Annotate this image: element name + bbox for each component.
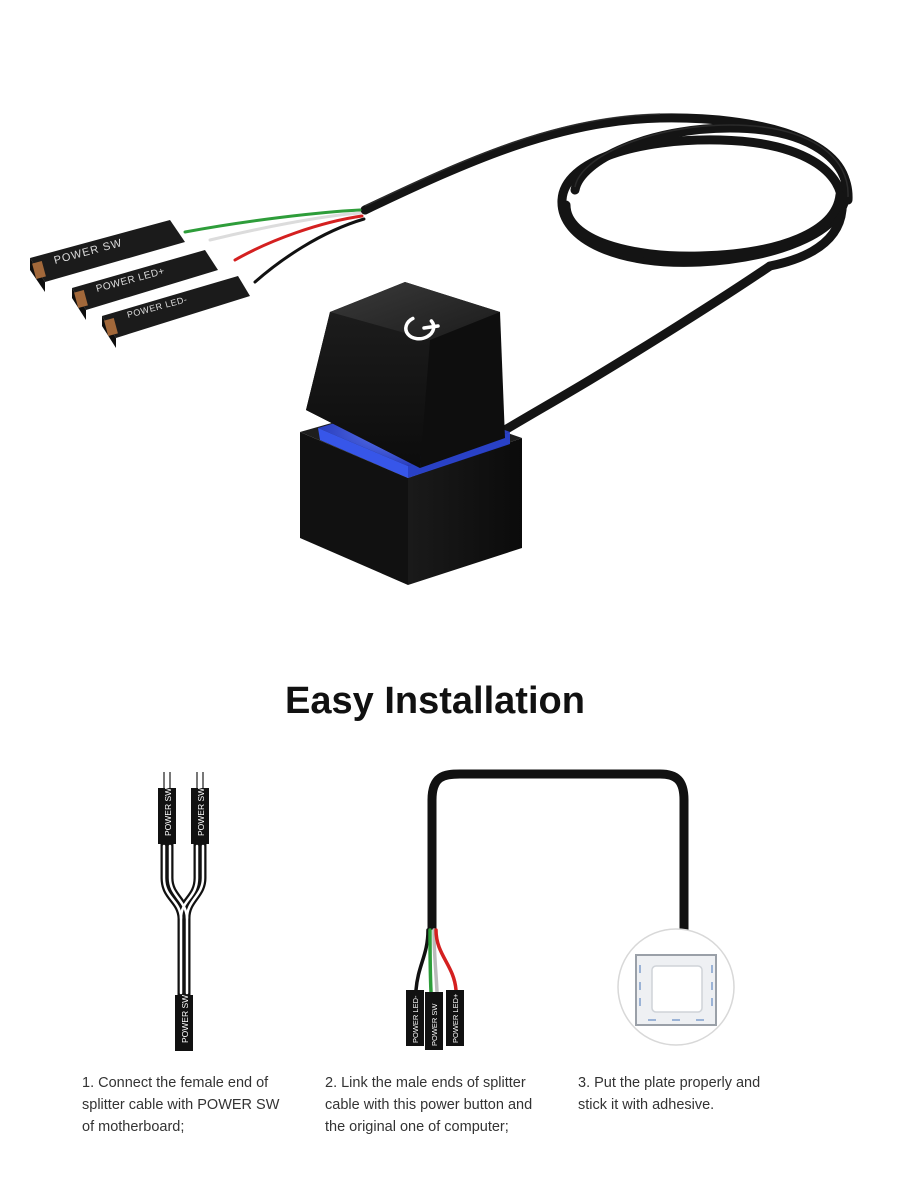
- wire-bundle: [183, 208, 366, 284]
- step1-label-bottom: POWER SW: [180, 995, 190, 1043]
- step3-caption-line: 3. Put the plate properly and: [578, 1075, 761, 1091]
- installation-steps: POWER SW POWER SW POWER SW: [158, 769, 735, 1051]
- step2-caption-line: the original one of computer;: [325, 1119, 509, 1135]
- step3-caption-line: stick it with adhesive.: [578, 1097, 715, 1113]
- page-title: Easy Installation: [285, 680, 585, 722]
- power-icon: [404, 316, 440, 341]
- step2-label-led-plus: POWER LED+: [451, 993, 460, 1043]
- step2-caption: 2. Link the male ends of splitter cable …: [325, 1072, 565, 1138]
- step1-label-left: POWER SW: [163, 788, 173, 836]
- step1-caption-line: splitter cable with POWER SW: [82, 1097, 280, 1113]
- step2-label-led-minus: POWER LED-: [411, 995, 420, 1043]
- step2-caption-line: cable with this power button and: [325, 1097, 533, 1113]
- product-illustration: POWER SW POWER LED+ POWER LED-: [30, 113, 853, 585]
- cable-coil: [360, 113, 853, 435]
- step1-splitter-diagram: POWER SW POWER SW POWER SW: [158, 772, 209, 1051]
- step2-label-power-sw: POWER SW: [430, 1003, 439, 1046]
- step3-caption: 3. Put the plate properly and stick it w…: [578, 1072, 798, 1116]
- step1-caption: 1. Connect the female end of splitter ca…: [82, 1072, 312, 1138]
- step1-caption-line: 1. Connect the female end of: [82, 1075, 269, 1091]
- step2-button-cable-diagram: POWER LED- POWER SW POWER LED+: [406, 769, 689, 1050]
- power-button: [300, 282, 522, 585]
- step1-label-right: POWER SW: [196, 788, 206, 836]
- step3-plate-diagram: [617, 928, 735, 1046]
- step1-caption-line: of motherboard;: [82, 1119, 185, 1135]
- step2-caption-line: 2. Link the male ends of splitter: [325, 1075, 526, 1091]
